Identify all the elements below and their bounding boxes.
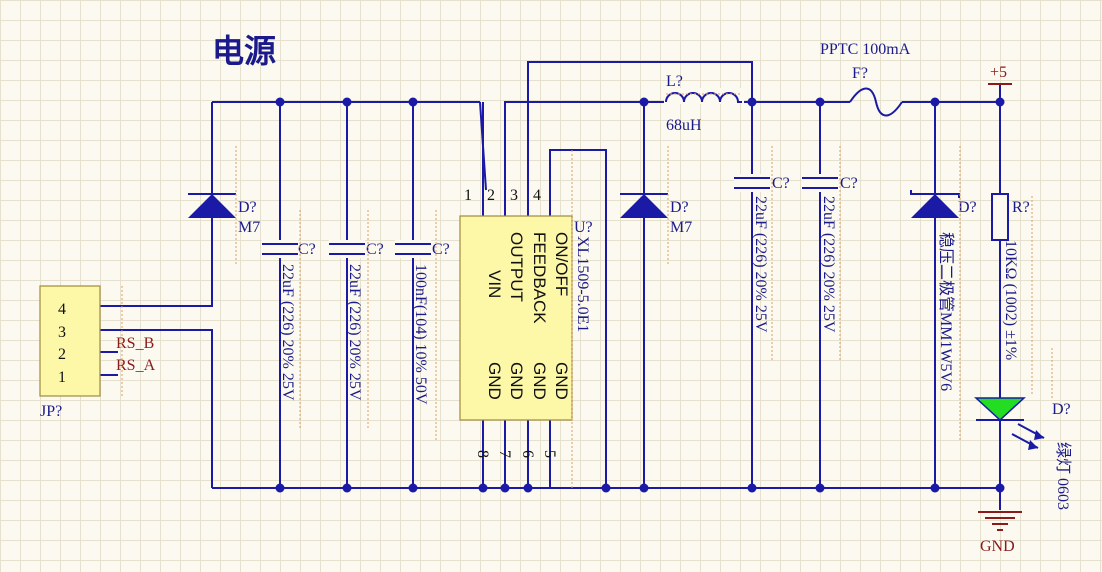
cap-left-2-value: 22uF (226) 20% 25V [346,264,363,401]
ic-pin-name-output: OUTPUT [507,232,526,302]
resistor-body [991,193,1009,241]
fuse: PPTC 100mA F? [820,41,911,117]
connector-pin-4: 4 [58,301,66,318]
inductor-value: 68uH [666,117,702,134]
fuse-value: PPTC 100mA [820,41,911,58]
led-value: 绿灯 0603 [1054,442,1072,510]
cap-right-1-designator: C? [772,175,790,192]
ic-pin-1: 1 [464,187,472,204]
fuse-designator: F? [852,65,868,82]
zener-diode: D? 稳压二极管MM1W5V6 [910,146,977,440]
connector-pin-3: 3 [58,324,66,341]
connector-body [39,285,101,397]
inductor-designator: L? [666,73,683,90]
cap-left-2: C? 22uF (226) 20% 25V [329,210,384,430]
net-label-rs-a: RS_A [116,357,156,374]
ic-pin-name-gnd-8: GND [485,362,504,400]
power-vcc: +5 [988,64,1012,85]
zener-designator: D? [958,199,977,216]
ic-pin-name-gnd-5: GND [552,362,571,400]
resistor-value: 10KΩ (1002) ±1% [1002,240,1019,360]
ic-pin-name-gnd-6: GND [530,362,549,400]
cap-left-3: C? 100nF(104) 10% 50V [395,210,450,440]
cap-left-3-designator: C? [432,241,450,258]
zener-value: 稳压二极管MM1W5V6 [937,232,955,391]
cap-left-1-designator: C? [298,241,316,258]
led: D? 绿灯 0603 [974,348,1072,510]
cap-left-1-value: 22uF (226) 20% 25V [279,264,296,401]
cap-left-3-value: 100nF(104) 10% 50V [412,264,429,405]
connector-pin-2: 2 [58,346,66,363]
vcc-label: +5 [990,64,1007,81]
ic-pin-7: 7 [496,450,513,458]
gnd-label: GND [980,538,1015,555]
ic-pin-8: 8 [474,450,491,458]
connector-jp: 4 3 2 1 JP? RS_B RS_A [39,285,156,420]
power-gnd: GND [978,511,1022,555]
page-title: 电源 [212,32,276,70]
ic-pin-6: 6 [519,450,536,458]
cap-right-2-value: 22uF (226) 20% 25V [820,196,837,333]
ic-pin-name-onoff: ON/OFF [552,232,571,296]
ic-pin-5: 5 [541,450,558,458]
cap-right-1: C? 22uF (226) 20% 25V [734,146,790,360]
ic-pin-3: 3 [510,187,518,204]
cap-left-2-designator: C? [366,241,384,258]
led-designator: D? [1052,401,1071,418]
inductor: L? 68uH [664,73,744,134]
ic-pin-name-gnd-7: GND [507,362,526,400]
led-body [974,397,1026,422]
diode-left-designator: D? [238,199,257,216]
resistor-designator: R? [1012,199,1030,216]
diode-mid-designator: D? [670,199,689,216]
regulator-ic: 1 2 3 4 VIN OUTPUT FEEDBACK ON/OFF GND G… [459,150,593,490]
cap-right-1-value: 22uF (226) 20% 25V [752,196,769,333]
diode-left-value: M7 [238,219,260,236]
ic-designator: U? [574,219,593,236]
junctions [275,97,1005,493]
ic-pin-name-feedback: FEEDBACK [530,232,549,324]
ic-pin-name-vin: VIN [485,270,504,298]
ic-pin-2: 2 [487,187,495,204]
ic-part-number: XL1509-5.0E1 [574,236,591,332]
cap-left-1: C? 22uF (226) 20% 25V [262,210,316,430]
diode-mid-value: M7 [670,219,692,236]
net-label-rs-b: RS_B [116,335,154,352]
cap-right-2: C? 22uF (226) 20% 25V [802,146,858,360]
cap-right-2-designator: C? [840,175,858,192]
connector-pin-1: 1 [58,369,66,386]
connector-designator: JP? [40,403,62,420]
regulator-body [459,215,573,421]
diode-left: D? M7 [188,146,260,266]
ic-pin-4: 4 [533,187,541,204]
diode-mid: D? M7 [620,146,692,266]
resistor: R? 10KΩ (1002) ±1% [991,193,1033,394]
